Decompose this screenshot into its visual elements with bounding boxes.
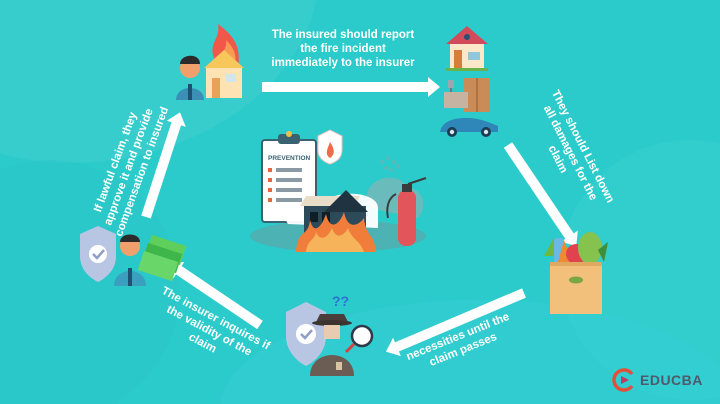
fire-prevention-illustration-icon: PREVENTION	[248, 128, 436, 254]
step-1-text: The insured should report the fire incid…	[262, 28, 424, 70]
step-1-line: The insured should report	[271, 29, 415, 41]
educba-logo-icon	[612, 368, 634, 392]
step-1-line: immediately to the insurer	[271, 57, 415, 69]
house-furniture-car-icon	[436, 24, 508, 140]
person-burning-house-icon	[176, 22, 256, 102]
step-2-text: They should List down all damages for th…	[520, 81, 621, 225]
educba-logo: EDUCBA	[612, 368, 703, 392]
person-shield-money-icon	[78, 222, 188, 286]
grocery-bag-icon	[538, 232, 614, 316]
arrow-step1-to-step2	[262, 77, 440, 97]
investigator-shield-icon: ??	[282, 292, 378, 376]
step-1-line: the fire incident	[300, 43, 386, 55]
clipboard-label: PREVENTION	[268, 155, 311, 162]
svg-text:??: ??	[332, 293, 349, 309]
brand-name: EDUCBA	[640, 372, 703, 388]
